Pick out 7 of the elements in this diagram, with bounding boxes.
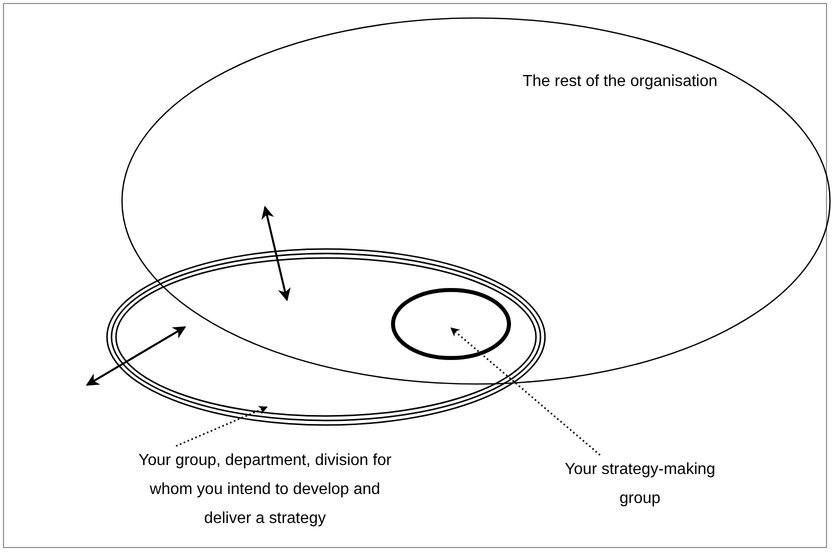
region-label: The rest of the organisation <box>522 72 718 92</box>
double-arrow <box>86 326 186 386</box>
callout-text: Your group, department, division for whom you intend to develop and deliver a strategy <box>138 451 392 529</box>
leader-line <box>450 327 601 456</box>
callout-text: Your strategy-making group <box>564 460 716 509</box>
leader-line <box>176 406 268 447</box>
double-arrow <box>261 206 291 302</box>
